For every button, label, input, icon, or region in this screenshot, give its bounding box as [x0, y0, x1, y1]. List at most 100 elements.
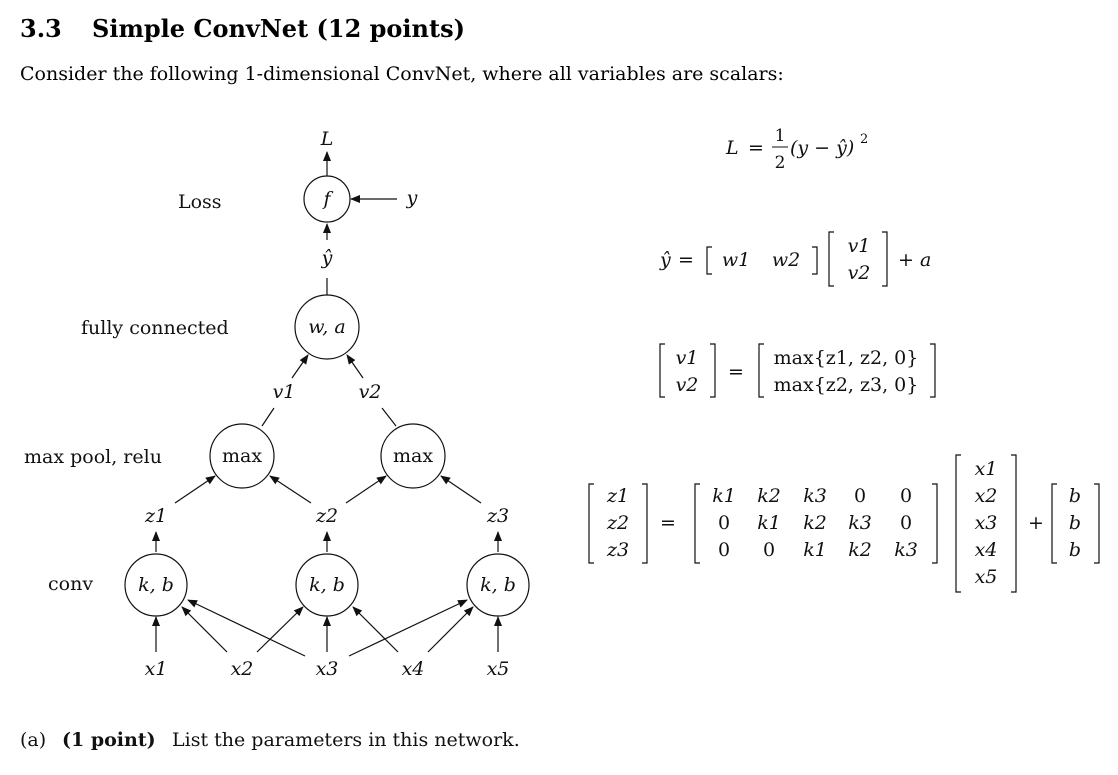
node-conv-3-label: k, b [480, 574, 516, 596]
node-fc-label: w, a [308, 316, 345, 338]
arrow-v2-to-wa [346, 354, 364, 379]
matrix-cell: 0 [718, 512, 730, 534]
eq-yhat: ŷ = w1 w2 v1 v2 + a [659, 231, 931, 287]
eq-yhat-col-lbracket [828, 231, 834, 287]
eq-z-b3: b [1069, 539, 1081, 561]
question-points: (1 point) [62, 729, 156, 751]
eq-z-b-lbracket [1051, 483, 1057, 564]
label-x5: x5 [487, 658, 510, 680]
arrow-v1-to-wa [291, 354, 309, 379]
eq-z-x-lbracket [955, 454, 961, 593]
eq-yhat-v2: v2 [848, 262, 871, 284]
matrix-cell: k1 [757, 512, 781, 534]
eq-yhat-row-lbracket [706, 246, 712, 275]
layer-label-fc: fully connected [81, 317, 229, 339]
eq-loss-eq: = [748, 137, 764, 159]
eq-v-rhs-lbracket [758, 343, 764, 398]
matrix-cell: 0 [718, 539, 730, 561]
eq-v-lhs-rbracket [710, 343, 716, 398]
arrow-x2-to-conv2 [256, 606, 304, 653]
arrow-x3-to-conv1 [187, 599, 306, 657]
label-y: y [406, 187, 418, 209]
eq-v-lhs-lbracket [659, 343, 665, 398]
eq-z-matrix-lbracket [694, 483, 700, 564]
label-L: L [320, 128, 334, 150]
label-z3: z3 [486, 505, 509, 527]
eq-yhat-w2: w2 [772, 249, 800, 271]
node-f-label: f [321, 188, 333, 210]
eq-yhat-row-rbracket [812, 246, 818, 275]
diagram-text: Loss fully connected max pool, relu conv… [24, 128, 516, 680]
eq-v-rhs-row1: max{z1, z2, 0} [774, 347, 919, 369]
matrix-cell: k3 [848, 512, 872, 534]
matrix-cell: k3 [894, 539, 918, 561]
eq-z: z1 z2 z3 = k1 k2 k3 0 0 0 k1 k2 k3 0 0 0… [588, 454, 1100, 593]
matrix-cell: k3 [803, 485, 827, 507]
equations: L = 1 2 (y − ŷ) 2 ŷ = w1 w2 v1 v2 + a v1… [588, 126, 1100, 593]
eq-z-lhs-z3: z3 [606, 539, 629, 561]
eq-z-lhs-z1: z1 [606, 485, 629, 507]
eq-z-x4: x4 [975, 539, 998, 561]
eq-z-eq: = [660, 512, 676, 534]
eq-z-x2: x2 [975, 485, 998, 507]
eq-z-lhs-z2: z2 [606, 512, 629, 534]
node-max-2 [380, 423, 446, 489]
eq-z-plus: + [1028, 512, 1044, 534]
node-f [303, 175, 351, 223]
matrix-cell: k1 [712, 485, 736, 507]
section-title: Simple ConvNet (12 points) [92, 14, 465, 43]
eq-z-x3: x3 [975, 512, 998, 534]
arrow-z2-to-max2 [345, 475, 387, 504]
matrix-cell: 0 [900, 485, 912, 507]
label-yhat: ŷ [321, 247, 333, 269]
eq-loss-lhs: L [725, 137, 739, 159]
label-x4: x4 [402, 658, 425, 680]
node-conv-1 [124, 553, 188, 617]
eq-yhat-lhs: ŷ [659, 249, 671, 271]
eq-v-rhs-rbracket [930, 343, 936, 398]
eq-yhat-w1: w1 [722, 249, 750, 271]
arrow-z3-to-max2 [440, 475, 482, 504]
line-max2-to-v2 [381, 407, 397, 427]
matrix-cell: 0 [763, 539, 775, 561]
node-conv-3 [466, 553, 530, 617]
node-conv-2 [295, 553, 359, 617]
arrow-z1-to-max1 [174, 475, 216, 504]
eq-z-b1: b [1069, 485, 1081, 507]
eq-z-b-rbracket [1094, 483, 1100, 564]
eq-z-lhs-rbracket [642, 483, 648, 564]
eq-z-x-rbracket [1011, 454, 1017, 593]
arrow-z2-to-max1 [269, 475, 312, 504]
node-fc [294, 294, 360, 360]
label-v1: v1 [273, 381, 296, 403]
eq-z-x1: x1 [975, 458, 998, 480]
arrow-x2-to-conv1 [181, 606, 228, 653]
eq-z-matrix: k1 k2 k3 0 0 0 k1 k2 k3 0 0 0 k1 k2 k3 [712, 485, 918, 561]
eq-yhat-eq: = [678, 249, 694, 271]
eq-z-matrix-rbracket [932, 483, 938, 564]
arrow-x4-to-conv2 [352, 606, 399, 653]
matrix-cell: 0 [854, 485, 866, 507]
eq-v-lhs-v1: v1 [676, 347, 699, 369]
node-max-1 [209, 423, 275, 489]
eq-v-eq: = [728, 361, 744, 383]
matrix-cell: k2 [803, 512, 827, 534]
section-number: 3.3 [20, 14, 62, 43]
node-conv-2-label: k, b [309, 574, 345, 596]
eq-yhat-col-rbracket [882, 231, 888, 287]
matrix-cell: 0 [900, 512, 912, 534]
eq-v: v1 v2 = max{z1, z2, 0} max{z2, z3, 0} [659, 343, 936, 398]
node-max-1-label: max [222, 445, 262, 467]
eq-yhat-v1: v1 [848, 235, 871, 257]
layer-label-conv: conv [48, 573, 93, 595]
eq-loss-num: 1 [775, 126, 786, 146]
eq-z-x5: x5 [975, 566, 998, 588]
node-max-2-label: max [393, 445, 433, 467]
arrow-x3-to-conv3 [348, 599, 468, 657]
layer-label-pool: max pool, relu [24, 446, 162, 468]
matrix-cell: k2 [757, 485, 781, 507]
line-max1-to-v1 [261, 407, 275, 427]
label-z2: z2 [315, 505, 338, 527]
eq-v-lhs-v2: v2 [676, 374, 699, 396]
